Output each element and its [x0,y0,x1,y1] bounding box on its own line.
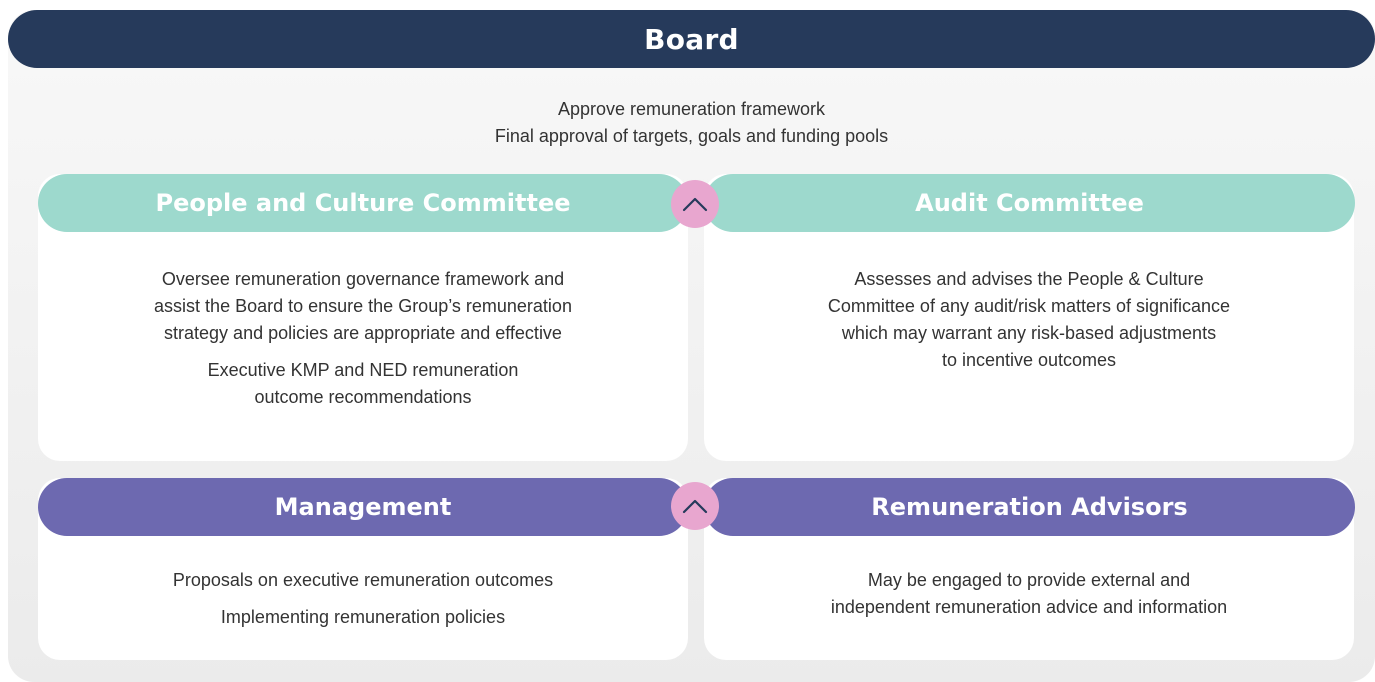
people-culture-text: Oversee remuneration governance framewor… [38,266,688,411]
management-line: Implementing remuneration policies [220,607,506,627]
audit-committee-title: Audit Committee [915,189,1144,217]
audit-committee-text: Assesses and advises the People & Cultur… [704,266,1354,374]
audit-committee-paragraph: Assesses and advises the People & Cultur… [827,269,1231,370]
management-header: Management [38,478,688,536]
chevron-up-icon [682,197,708,212]
people-culture-paragraph: Executive KMP and NED remuneration outco… [207,360,519,407]
people-culture-paragraph: Oversee remuneration governance framewor… [154,269,572,343]
management-line: Proposals on executive remuneration outc… [172,570,554,590]
advisors-text: May be engaged to provide external and i… [704,567,1354,621]
board-responsibility-line: Approve remuneration framework [557,99,826,119]
board-header: Board [8,10,1375,68]
advisors-header: Remuneration Advisors [704,478,1355,536]
audit-committee-header: Audit Committee [704,174,1355,232]
management-title: Management [274,493,452,521]
board-responsibilities: Approve remuneration framework Final app… [8,96,1375,150]
management-text: Proposals on executive remuneration outc… [38,567,688,631]
people-culture-title: People and Culture Committee [155,189,571,217]
connector-circle-bottom [671,482,719,530]
board-responsibility-line: Final approval of targets, goals and fun… [494,126,889,146]
chevron-up-icon [682,499,708,514]
advisors-title: Remuneration Advisors [871,493,1188,521]
board-title: Board [644,22,739,56]
people-culture-header: People and Culture Committee [38,174,688,232]
connector-circle-top [671,180,719,228]
advisors-paragraph: May be engaged to provide external and i… [830,570,1228,617]
